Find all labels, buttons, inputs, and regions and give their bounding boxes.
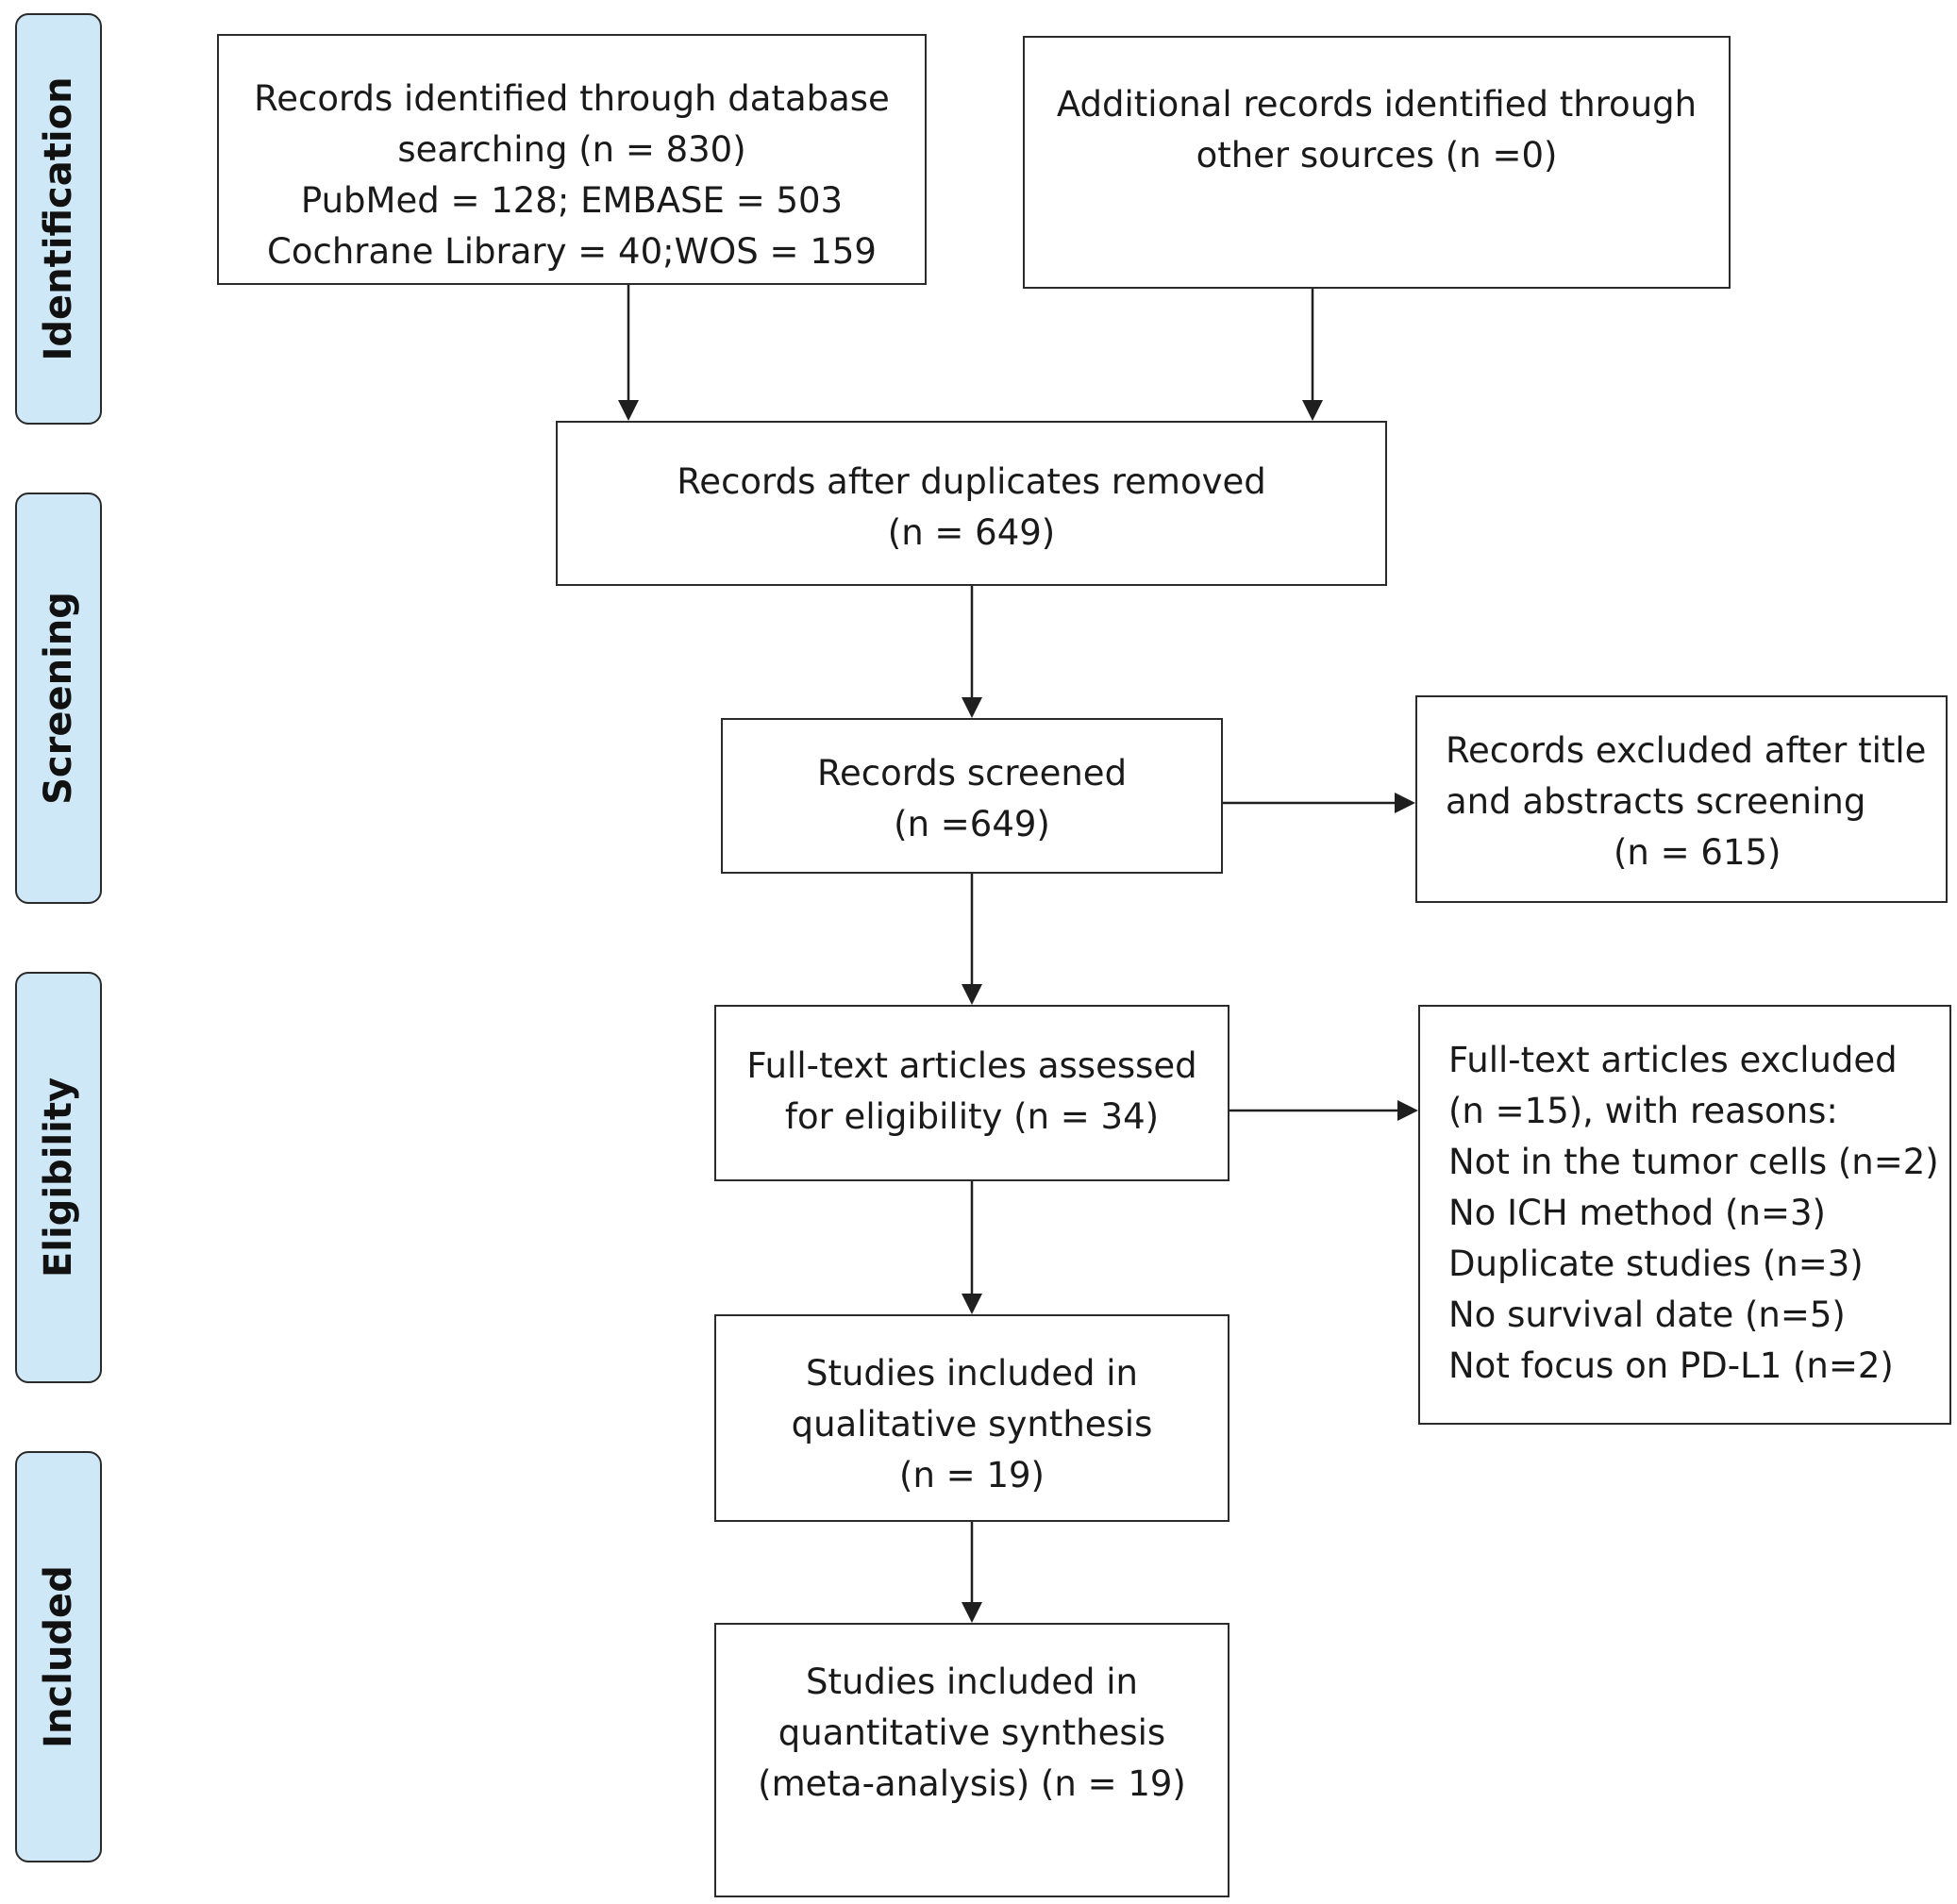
quantitative-line-1: Studies included in [805, 1662, 1139, 1702]
stage-eligibility: Eligibility [15, 972, 102, 1383]
duplicates-removed-box: Records after duplicates removed (n = 64… [556, 421, 1387, 586]
records-excluded-line-1: Records excluded after title [1446, 730, 1927, 771]
quantitative-line-2: quantitative synthesis [778, 1712, 1166, 1753]
quantitative-synthesis-box: Studies included in quantitative synthes… [714, 1623, 1229, 1897]
arrow-screened-to-fulltext [962, 874, 982, 1005]
fulltext-excluded-reason-2: No ICH method (n=3) [1448, 1193, 1826, 1233]
arrow-database-to-duplicates [618, 285, 639, 421]
records-excluded-box: Records excluded after title and abstrac… [1415, 695, 1948, 903]
fulltext-assessed-line-2: for eligibility (n = 34) [784, 1096, 1160, 1137]
fulltext-excluded-reason-3: Duplicate studies (n=3) [1448, 1244, 1864, 1284]
arrow-qualitative-to-quantitative [962, 1522, 982, 1623]
fulltext-excluded-reason-5: Not focus on PD-L1 (n=2) [1448, 1345, 1894, 1386]
database-search-box: Records identified through database sear… [217, 34, 927, 285]
other-sources-line-2: other sources (n =0) [1196, 135, 1558, 175]
database-search-line-3: PubMed = 128; EMBASE = 503 [300, 180, 844, 221]
arrow-duplicates-to-screened [962, 586, 982, 718]
arrow-fulltext-to-qualitative [962, 1181, 982, 1314]
arrow-fulltext-to-excluded [1229, 1100, 1418, 1121]
quantitative-line-3: (meta-analysis) (n = 19) [758, 1763, 1186, 1804]
database-search-line-1: Records identified through database [254, 78, 890, 119]
records-excluded-line-3: (n = 615) [1614, 832, 1781, 873]
duplicates-removed-line-1: Records after duplicates removed [677, 461, 1266, 502]
fulltext-assessed-box: Full-text articles assessed for eligibil… [714, 1005, 1229, 1181]
records-screened-line-2: (n =649) [894, 804, 1050, 844]
other-sources-box: Additional records identified through ot… [1023, 36, 1731, 289]
database-search-line-2: searching (n = 830) [397, 129, 746, 170]
qualitative-synthesis-box: Studies included in qualitative synthesi… [714, 1314, 1229, 1522]
records-screened-box: Records screened (n =649) [721, 718, 1223, 874]
qualitative-line-3: (n = 19) [899, 1455, 1045, 1495]
stage-included: Included [15, 1451, 102, 1862]
arrow-screened-to-excluded [1223, 793, 1415, 813]
records-excluded-line-2: and abstracts screening [1446, 781, 1866, 822]
arrow-other-to-duplicates [1302, 289, 1323, 421]
database-search-line-4: Cochrane Library = 40;WOS = 159 [267, 231, 877, 272]
stage-screening: Screening [15, 493, 102, 904]
stage-identification: Identification [15, 13, 102, 425]
fulltext-assessed-line-1: Full-text articles assessed [746, 1045, 1197, 1086]
qualitative-line-2: qualitative synthesis [791, 1404, 1153, 1445]
qualitative-line-1: Studies included in [805, 1353, 1139, 1394]
fulltext-excluded-reason-1: Not in the tumor cells (n=2) [1448, 1142, 1939, 1182]
duplicates-removed-line-2: (n = 649) [887, 512, 1056, 553]
fulltext-excluded-line-1: Full-text articles excluded [1448, 1040, 1898, 1080]
records-screened-line-1: Records screened [816, 753, 1128, 793]
fulltext-excluded-box: Full-text articles excluded (n =15), wit… [1418, 1005, 1951, 1425]
fulltext-excluded-line-2: (n =15), with reasons: [1448, 1091, 1838, 1131]
other-sources-line-1: Additional records identified through [1056, 84, 1698, 125]
fulltext-excluded-reason-4: No survival date (n=5) [1448, 1294, 1846, 1335]
